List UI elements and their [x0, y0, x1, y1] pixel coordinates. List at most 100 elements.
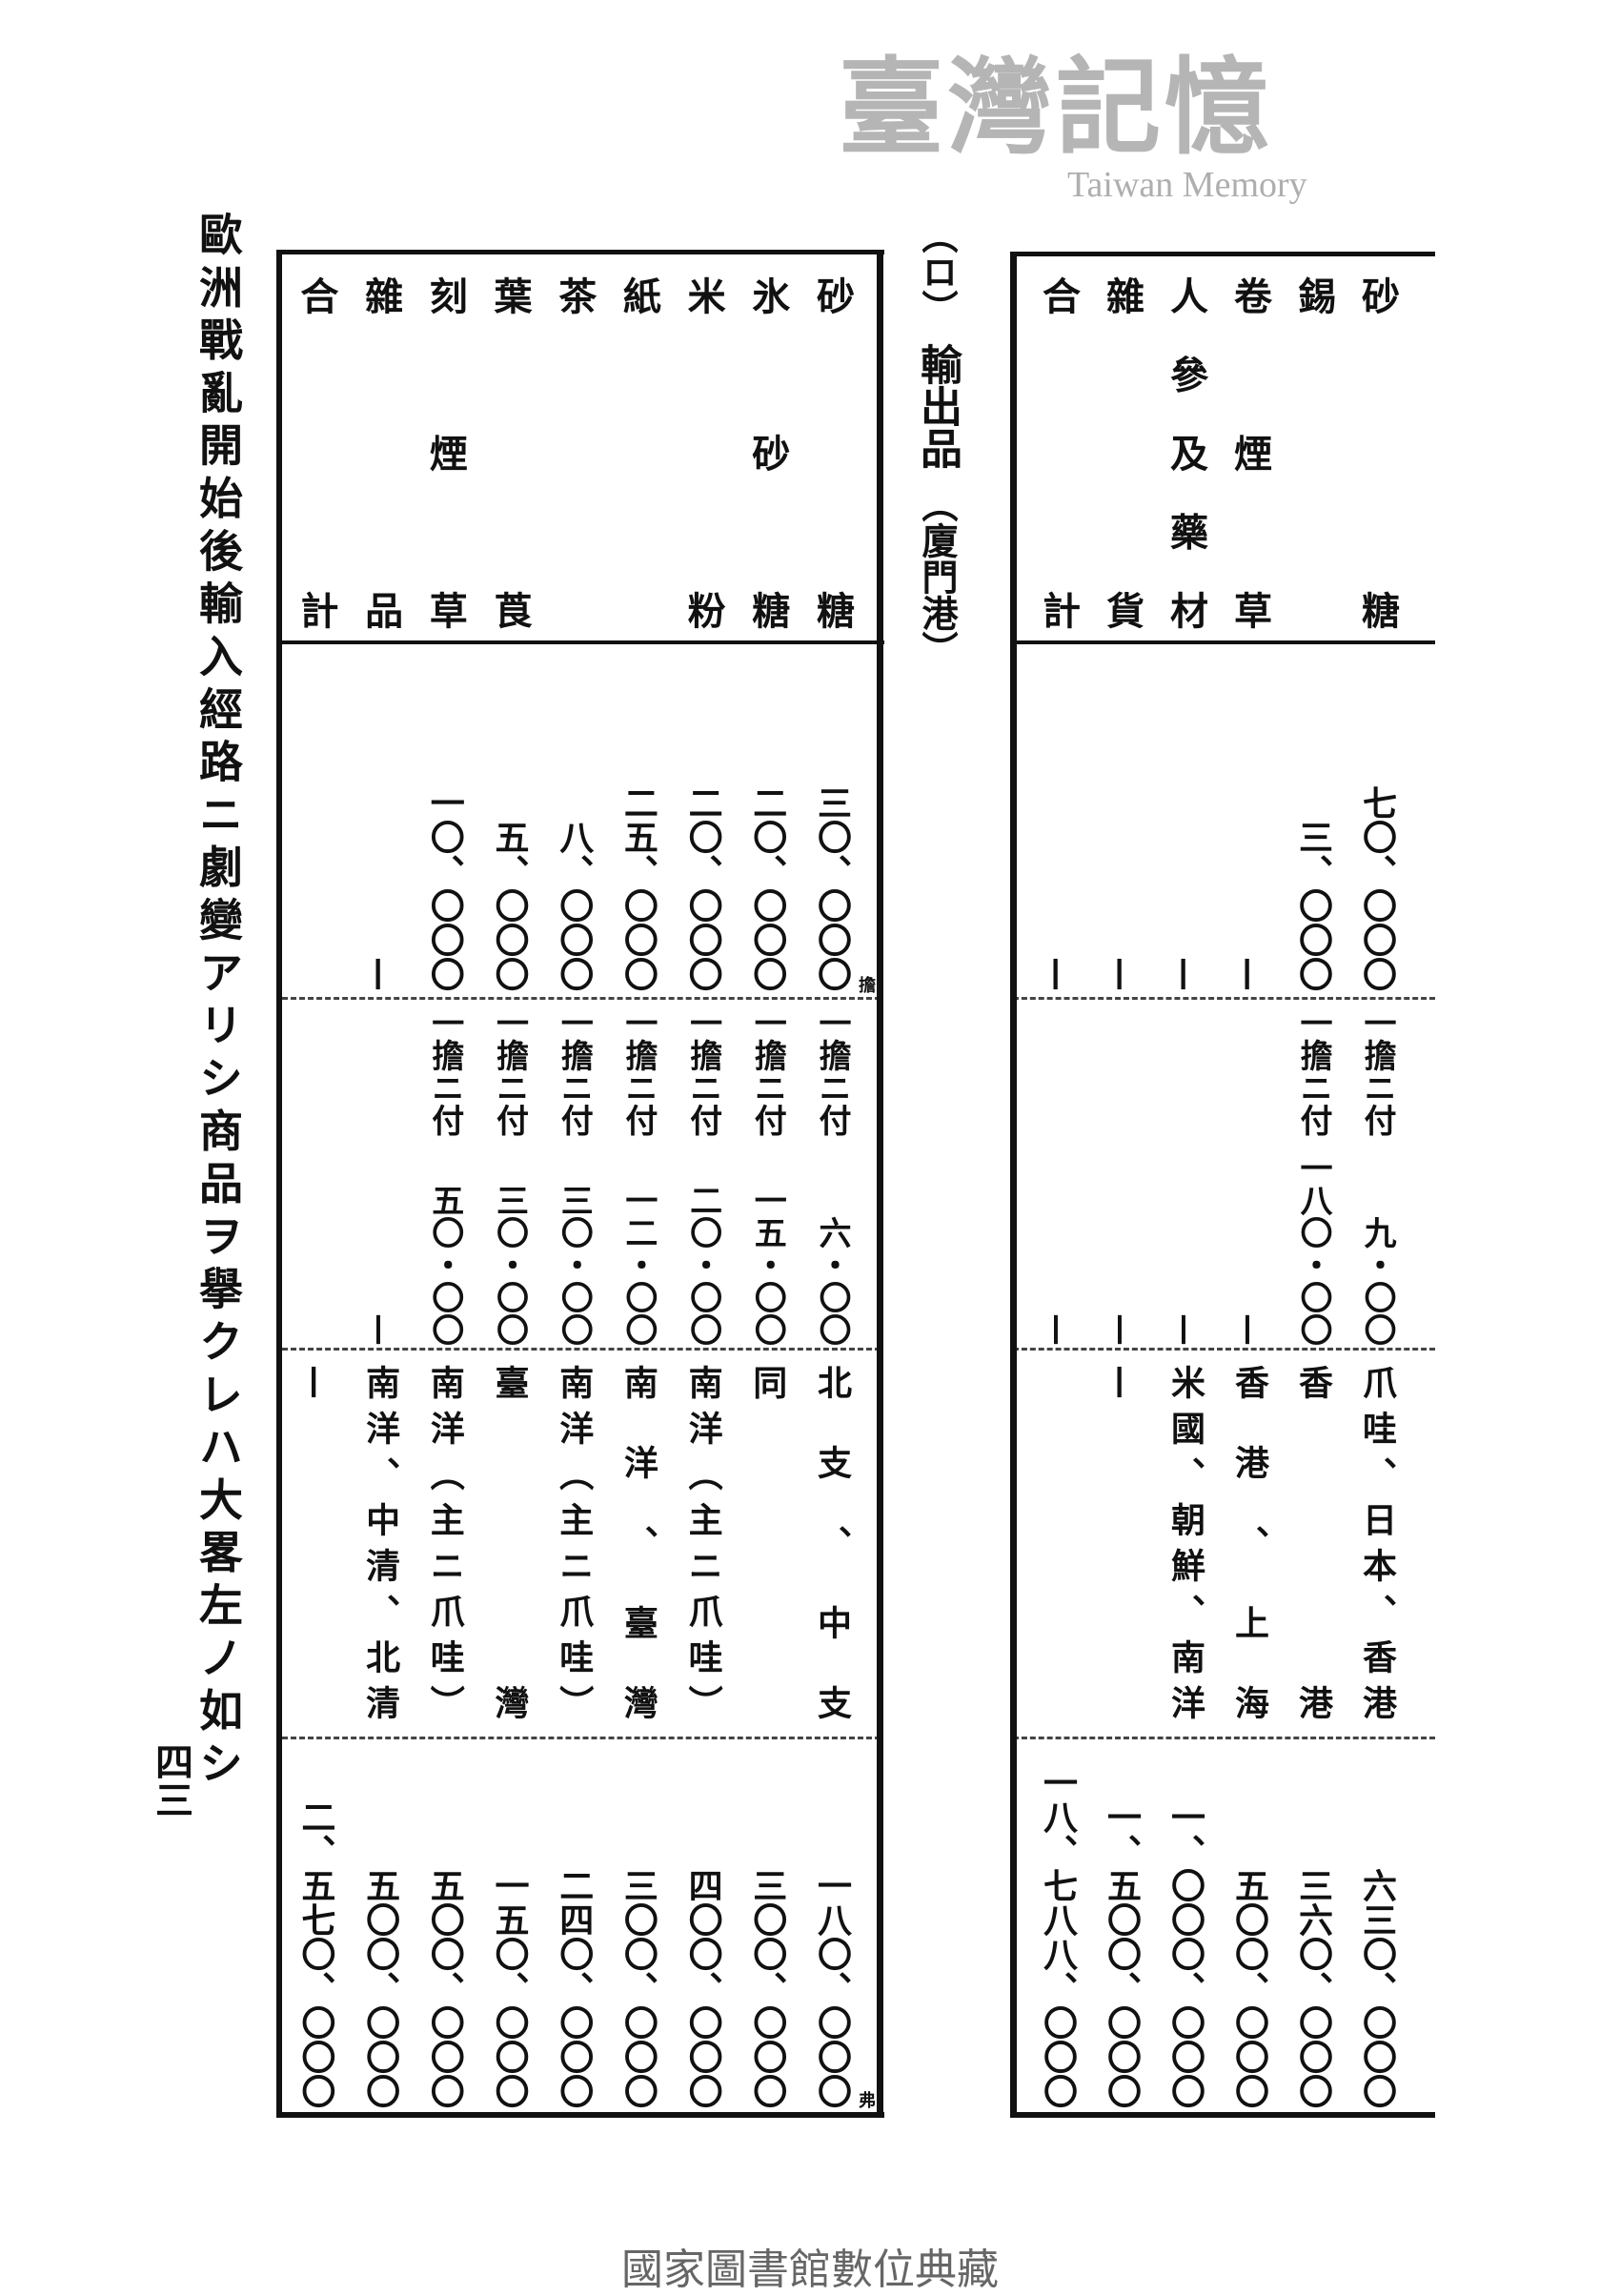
- row-unit: 一擔ニ付: [490, 1006, 529, 1136]
- row-price: 九・〇〇: [1358, 1216, 1396, 1346]
- page-number: 四三: [149, 1742, 193, 1819]
- row-value: 五〇〇、〇〇〇: [360, 1868, 401, 2108]
- row-item: 葉莨: [487, 276, 533, 629]
- row-unit: [1033, 1006, 1083, 1140]
- row-quantity: —: [1038, 957, 1078, 991]
- row-quantity: 二〇、〇〇〇: [747, 785, 788, 991]
- row-quantity: —: [1165, 957, 1205, 991]
- row-unit: 一擔ニ付: [813, 1006, 851, 1136]
- row-divider: [282, 1348, 881, 1351]
- row-item: 錫: [1291, 276, 1336, 315]
- section-marker: （ロ）: [916, 217, 959, 326]
- row-quantity: 五、〇〇〇: [489, 820, 530, 991]
- quantity-unit-mark: 擔: [859, 976, 876, 996]
- table-bottom-rule: [282, 2112, 884, 2118]
- row-item: 合計: [1036, 276, 1081, 629]
- row-origin: 爪哇、日本、香港: [1357, 1365, 1397, 1719]
- row-origin: 北支、中支: [812, 1365, 852, 1719]
- row-unit: [355, 1006, 405, 1140]
- row-value: 一八、七八八、〇〇〇: [1038, 1765, 1078, 2108]
- row-price: —: [361, 1313, 400, 1346]
- row-quantity: 一〇、〇〇〇: [424, 785, 465, 991]
- table-border: [276, 250, 282, 2118]
- row-value: 一、五〇〇、〇〇〇: [1102, 1799, 1142, 2108]
- row-price: 三〇・〇〇: [490, 1184, 529, 1346]
- row-origin: 香港: [1293, 1365, 1333, 1719]
- row-value: 一八〇、〇〇〇: [812, 1868, 852, 2108]
- row-divider: [282, 1737, 881, 1739]
- row-unit: 一擔ニ付: [683, 1006, 722, 1136]
- row-unit: 一擔ニ付: [555, 1006, 594, 1136]
- table-top-rule: [282, 250, 884, 254]
- row-origin: —: [1102, 1365, 1142, 1399]
- row-divider: [282, 997, 881, 1000]
- row-unit: 一擔ニ付: [1294, 1006, 1332, 1136]
- watermark-logo: 臺灣記憶: [839, 46, 1273, 169]
- row-unit: 一擔ニ付: [748, 1006, 787, 1136]
- row-price: 五〇・〇〇: [425, 1184, 464, 1346]
- row-value: 二四〇、〇〇〇: [554, 1868, 595, 2108]
- row-origin: 南洋、臺灣: [618, 1365, 658, 1719]
- row-price: 二〇・〇〇: [683, 1184, 722, 1346]
- row-origin: 南洋（主ニ爪哇）: [424, 1365, 465, 1719]
- row-divider: [1013, 1737, 1435, 1739]
- row-quantity: 八、〇〇〇: [554, 820, 595, 991]
- row-price: 六・〇〇: [813, 1216, 851, 1346]
- row-value: 三六〇、〇〇〇: [1293, 1868, 1333, 2108]
- row-value: 四〇〇、〇〇〇: [682, 1868, 723, 2108]
- row-item: 卷煙草: [1227, 276, 1272, 629]
- row-price: —: [1166, 1313, 1205, 1346]
- header-rule: [282, 640, 884, 644]
- row-quantity: —: [360, 957, 401, 991]
- row-value: 五〇〇、〇〇〇: [1229, 1868, 1269, 2108]
- row-item: 刻煙草: [422, 276, 468, 629]
- row-value: 一五〇、〇〇〇: [489, 1868, 530, 2108]
- row-item: 紙: [616, 276, 661, 315]
- table-border: [1010, 252, 1017, 2118]
- row-price: —: [1039, 1313, 1077, 1346]
- row-price: 三〇・〇〇: [555, 1184, 594, 1346]
- row-price: 一八〇・〇〇: [1294, 1151, 1332, 1346]
- row-value: 五〇〇、〇〇〇: [424, 1868, 465, 2108]
- row-origin: 臺灣: [489, 1365, 530, 1719]
- row-quantity: 七〇、〇〇〇: [1357, 785, 1397, 991]
- row-value: 六三〇、〇〇〇: [1357, 1868, 1397, 2108]
- row-unit: [291, 1006, 340, 1140]
- row-value: 二、五七〇、〇〇〇: [295, 1799, 336, 2108]
- watermark-english: Taiwan Memory: [1067, 165, 1307, 205]
- row-origin: 南洋（主ニ爪哇）: [682, 1365, 723, 1719]
- row-price: 一五・〇〇: [748, 1184, 787, 1346]
- row-item: 雜品: [358, 276, 404, 629]
- row-unit: [1161, 1006, 1210, 1140]
- header-rule: [1013, 640, 1435, 644]
- row-origin: [1033, 1365, 1083, 1719]
- row-price: —: [1103, 1313, 1141, 1346]
- row-divider: [1013, 997, 1435, 1000]
- row-origin: 香港、上海: [1229, 1365, 1269, 1719]
- row-quantity: 二五、〇〇〇: [618, 785, 658, 991]
- table-border: [877, 250, 883, 2118]
- row-unit: 一擔ニ付: [425, 1006, 464, 1136]
- row-origin: 同: [747, 1365, 788, 1399]
- row-origin: 米國、朝鮮、南洋: [1165, 1365, 1205, 1719]
- row-quantity: —: [1102, 957, 1142, 991]
- row-item: 砂糖: [1355, 276, 1400, 629]
- value-unit-mark: 弗: [859, 2091, 876, 2111]
- row-quantity: 三〇、〇〇〇: [812, 785, 852, 991]
- row-item: 氷砂糖: [745, 276, 791, 629]
- row-item: 米粉: [680, 276, 726, 629]
- row-unit: [1225, 1006, 1274, 1140]
- row-quantity: [291, 667, 340, 991]
- row-origin: —: [295, 1365, 336, 1399]
- row-unit: 一擔ニ付: [618, 1006, 658, 1136]
- row-quantity: 二〇、〇〇〇: [682, 785, 723, 991]
- section-title: 輸出品: [913, 343, 962, 469]
- footer-credit: 國家圖書館數位典藏: [621, 2245, 999, 2294]
- table-bottom-rule: [1013, 2112, 1435, 2118]
- row-price: [291, 1144, 340, 1346]
- row-value: 三〇〇、〇〇〇: [747, 1868, 788, 2108]
- row-value: 三〇〇、〇〇〇: [618, 1868, 658, 2108]
- row-quantity: —: [1229, 957, 1269, 991]
- row-origin: 南洋、中清、北清: [360, 1365, 401, 1719]
- row-price: 一二・〇〇: [618, 1184, 658, 1346]
